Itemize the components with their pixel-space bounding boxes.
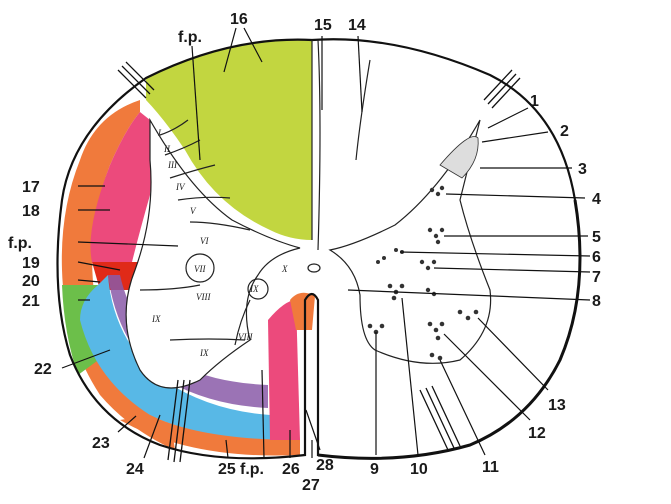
label-4: 4 bbox=[592, 191, 601, 208]
lamina-label: I bbox=[157, 128, 162, 138]
label-8: 8 bbox=[592, 293, 601, 310]
label-6: 6 bbox=[592, 249, 601, 266]
label-fp-left: f.p. bbox=[8, 235, 32, 252]
label-21: 21 bbox=[22, 293, 40, 310]
label-9: 9 bbox=[370, 461, 379, 478]
label-13: 13 bbox=[548, 397, 566, 414]
label-25: 25 bbox=[218, 461, 236, 478]
label-11: 11 bbox=[482, 459, 499, 476]
label-16: 16 bbox=[230, 11, 248, 28]
label-26: 26 bbox=[282, 461, 300, 478]
lamina-label: X bbox=[281, 264, 288, 274]
label-1: 1 bbox=[530, 93, 539, 110]
label-3: 3 bbox=[578, 161, 587, 178]
label-5: 5 bbox=[592, 229, 601, 246]
label-17: 17 bbox=[22, 179, 40, 196]
lamina-label: VIII bbox=[196, 292, 211, 302]
lamina-label: II bbox=[163, 144, 171, 154]
label-24: 24 bbox=[126, 461, 144, 478]
label-23: 23 bbox=[92, 435, 110, 452]
lamina-label: VII bbox=[194, 264, 206, 274]
label-10: 10 bbox=[410, 461, 428, 478]
lamina-label: III bbox=[167, 160, 178, 170]
label-28: 28 bbox=[316, 457, 334, 474]
label-14: 14 bbox=[348, 17, 366, 34]
lamina-label: VIII bbox=[238, 332, 253, 342]
lamina-label: IX bbox=[249, 284, 259, 294]
label-18: 18 bbox=[22, 203, 40, 220]
label-12: 12 bbox=[528, 425, 546, 442]
lamina-label: IX bbox=[199, 348, 209, 358]
label-27: 27 bbox=[302, 477, 320, 494]
lamina-label: VI bbox=[200, 236, 209, 246]
label-7: 7 bbox=[592, 269, 601, 286]
label-20: 20 bbox=[22, 273, 40, 290]
label-fp-top: f.p. bbox=[178, 29, 202, 46]
label-fp-bottom: f.p. bbox=[240, 461, 264, 478]
label-15: 15 bbox=[314, 17, 332, 34]
lamina-label: IX bbox=[151, 314, 161, 324]
label-22: 22 bbox=[34, 361, 52, 378]
lamina-label: IV bbox=[175, 182, 186, 192]
label-19: 19 bbox=[22, 255, 40, 272]
label-2: 2 bbox=[560, 123, 569, 140]
